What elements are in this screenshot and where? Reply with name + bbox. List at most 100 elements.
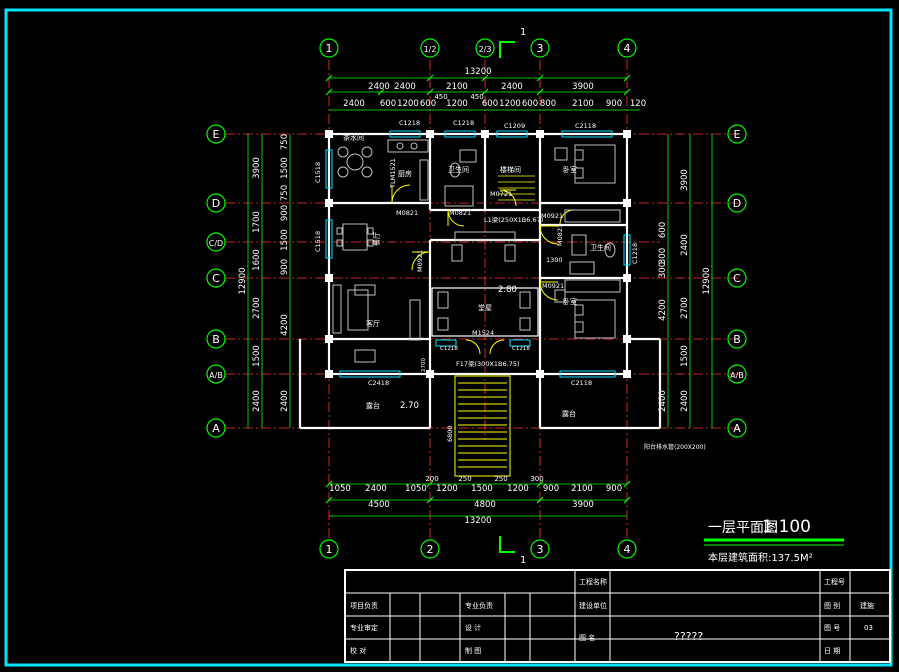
room-balcony2: 露台 [562,409,576,418]
dim-bot2-3: 3900 [572,500,594,510]
axis-right-1: E [734,128,741,141]
dim-left-in-6: 900 [280,259,290,275]
win-label-9: C2118 [571,379,592,387]
dim-left-4: 2700 [252,297,262,319]
axis-bottom-3: 3 [537,543,544,556]
room-kitchen: 厨房 [398,169,412,178]
axis-left-2-circle [206,193,226,213]
win-label-11: C1218 [512,346,530,352]
axis-left-7-circle [206,418,226,438]
step-label: 6800 [446,425,454,442]
axis-top-1-circle [319,38,339,58]
door-label-4: M0721 [490,190,512,198]
door-label-9: M0821 [556,224,564,246]
axis-top-5: 4 [624,42,631,55]
win-label-4: C2118 [575,122,596,130]
dim-left-in-3: 750 [280,185,290,201]
win-label-3: C1209 [504,122,525,130]
axis-top-3-circle [475,38,495,58]
dim-left-2: 1700 [252,211,262,233]
axis-right-6: A [733,422,741,435]
floor-area-label: 本层建筑面积:137.5M² [708,551,813,564]
dim-right-1: 3900 [680,169,690,191]
tb-project-name: 工程名称 [579,577,607,586]
tb-drawing-type: 图 别 [824,601,840,610]
axis-bottom-4-circle [617,539,637,559]
win-label-1: C1218 [399,119,420,127]
axis-right-2: D [733,197,741,210]
dim-bot-1: 1050 [329,484,351,494]
axis-right-2-circle [727,193,747,213]
dim-top2-2: 600 [380,99,396,109]
dim-left-in-1: 750 [280,134,290,150]
dim-top-3: 2100 [446,82,468,92]
dim-bot-5: 1500 [471,484,493,494]
tb-client: 建设单位 [579,601,607,610]
eave-label: 1300 [546,256,563,264]
note-small-label: 2700 [421,358,427,372]
axis-top-4-circle [530,38,550,58]
dim-right-in-3: 300 [658,262,668,278]
dim-right-3: 2700 [680,297,690,319]
win-label-8: C2418 [368,379,389,387]
dim-top-1: 2400 [368,82,390,92]
dim-top2-10: 2100 [572,99,594,109]
dim-bot-3: 1050 [405,484,427,494]
axis-bottom-1-circle [319,539,339,559]
room-tearoom: 茶水间 [343,133,364,142]
room-bath2: 卫生间 [590,243,611,252]
axis-top-2: 1/2 [424,45,437,54]
dim-top-5: 3900 [572,82,594,92]
furniture [332,139,621,363]
room-labels: 茶水间 厨房 卫生间 楼梯间 卧室 餐厅 客厅 堂屋 卫生间 卧室 露台 露台 [343,133,611,418]
dim-right-in-5: 2400 [658,390,668,412]
tb-discipline-review: 专业审定 [350,623,378,632]
dimension-texts-right: 12900 3900 2400 2700 1500 2400 600 300 3… [658,169,712,412]
dim-top-small-2: 450 [470,93,483,101]
tb-drawing-type-value: 建施 [860,601,874,610]
dimension-texts: 13200 2400 2400 2100 2400 3900 450 450 2… [329,67,646,526]
main-stair [454,375,511,477]
dim-bot-small-3: 250 [494,475,507,483]
section-mark-top [499,41,515,58]
dim-left-total: 12900 [238,267,248,294]
dim-top2-9: 800 [540,99,556,109]
dimension-texts-left: 12900 3900 1700 1600 2700 1500 2400 750 … [238,134,290,412]
dim-bot-total: 13200 [464,516,491,526]
axis-right-1-circle [727,124,747,144]
drawing-frame [4,8,893,667]
dim-left-in-7: 4200 [280,314,290,336]
door-label-7: M0921 [542,282,564,290]
door-label-6: M0921 [416,250,424,272]
room-balcony1: 露台 [366,401,380,410]
axis-top-4: 3 [537,42,544,55]
dim-bot2-2: 4800 [474,500,496,510]
tb-date: 日 期 [824,647,840,655]
dim-bot2-1: 4500 [368,500,390,510]
dim-left-in-8: 2400 [280,390,290,412]
axis-left-5: B [212,333,220,346]
dim-left-1: 3900 [252,157,262,179]
dim-top2-12: 120 [630,99,646,109]
axis-right-5-circle [727,364,747,384]
dimension-lines [247,74,713,517]
tb-drawing-no-value: 03 [864,624,873,632]
axis-top-3: 2/3 [479,45,492,54]
beam-label-2: F17梁(300X1B6.75) [456,359,520,368]
dim-top-4: 2400 [501,82,523,92]
tb-drafting: 制 图 [465,646,481,655]
elev-label-2: 2.70 [400,401,419,411]
dim-top-total: 13200 [464,67,491,77]
room-stair: 楼梯间 [500,165,521,174]
win-label-5: C1518 [314,162,322,183]
beam-label-1: L1梁(250X1B6.67) [484,215,543,224]
dim-right-2: 2400 [680,234,690,256]
axis-right-4-circle [727,329,747,349]
win-label-7: C1218 [631,243,639,264]
axis-top-5-circle [617,38,637,58]
tb-check: 校 对 [350,646,366,655]
tb-drawing-name-value: ????? [674,630,703,643]
dim-right-in-1: 600 [658,222,668,238]
